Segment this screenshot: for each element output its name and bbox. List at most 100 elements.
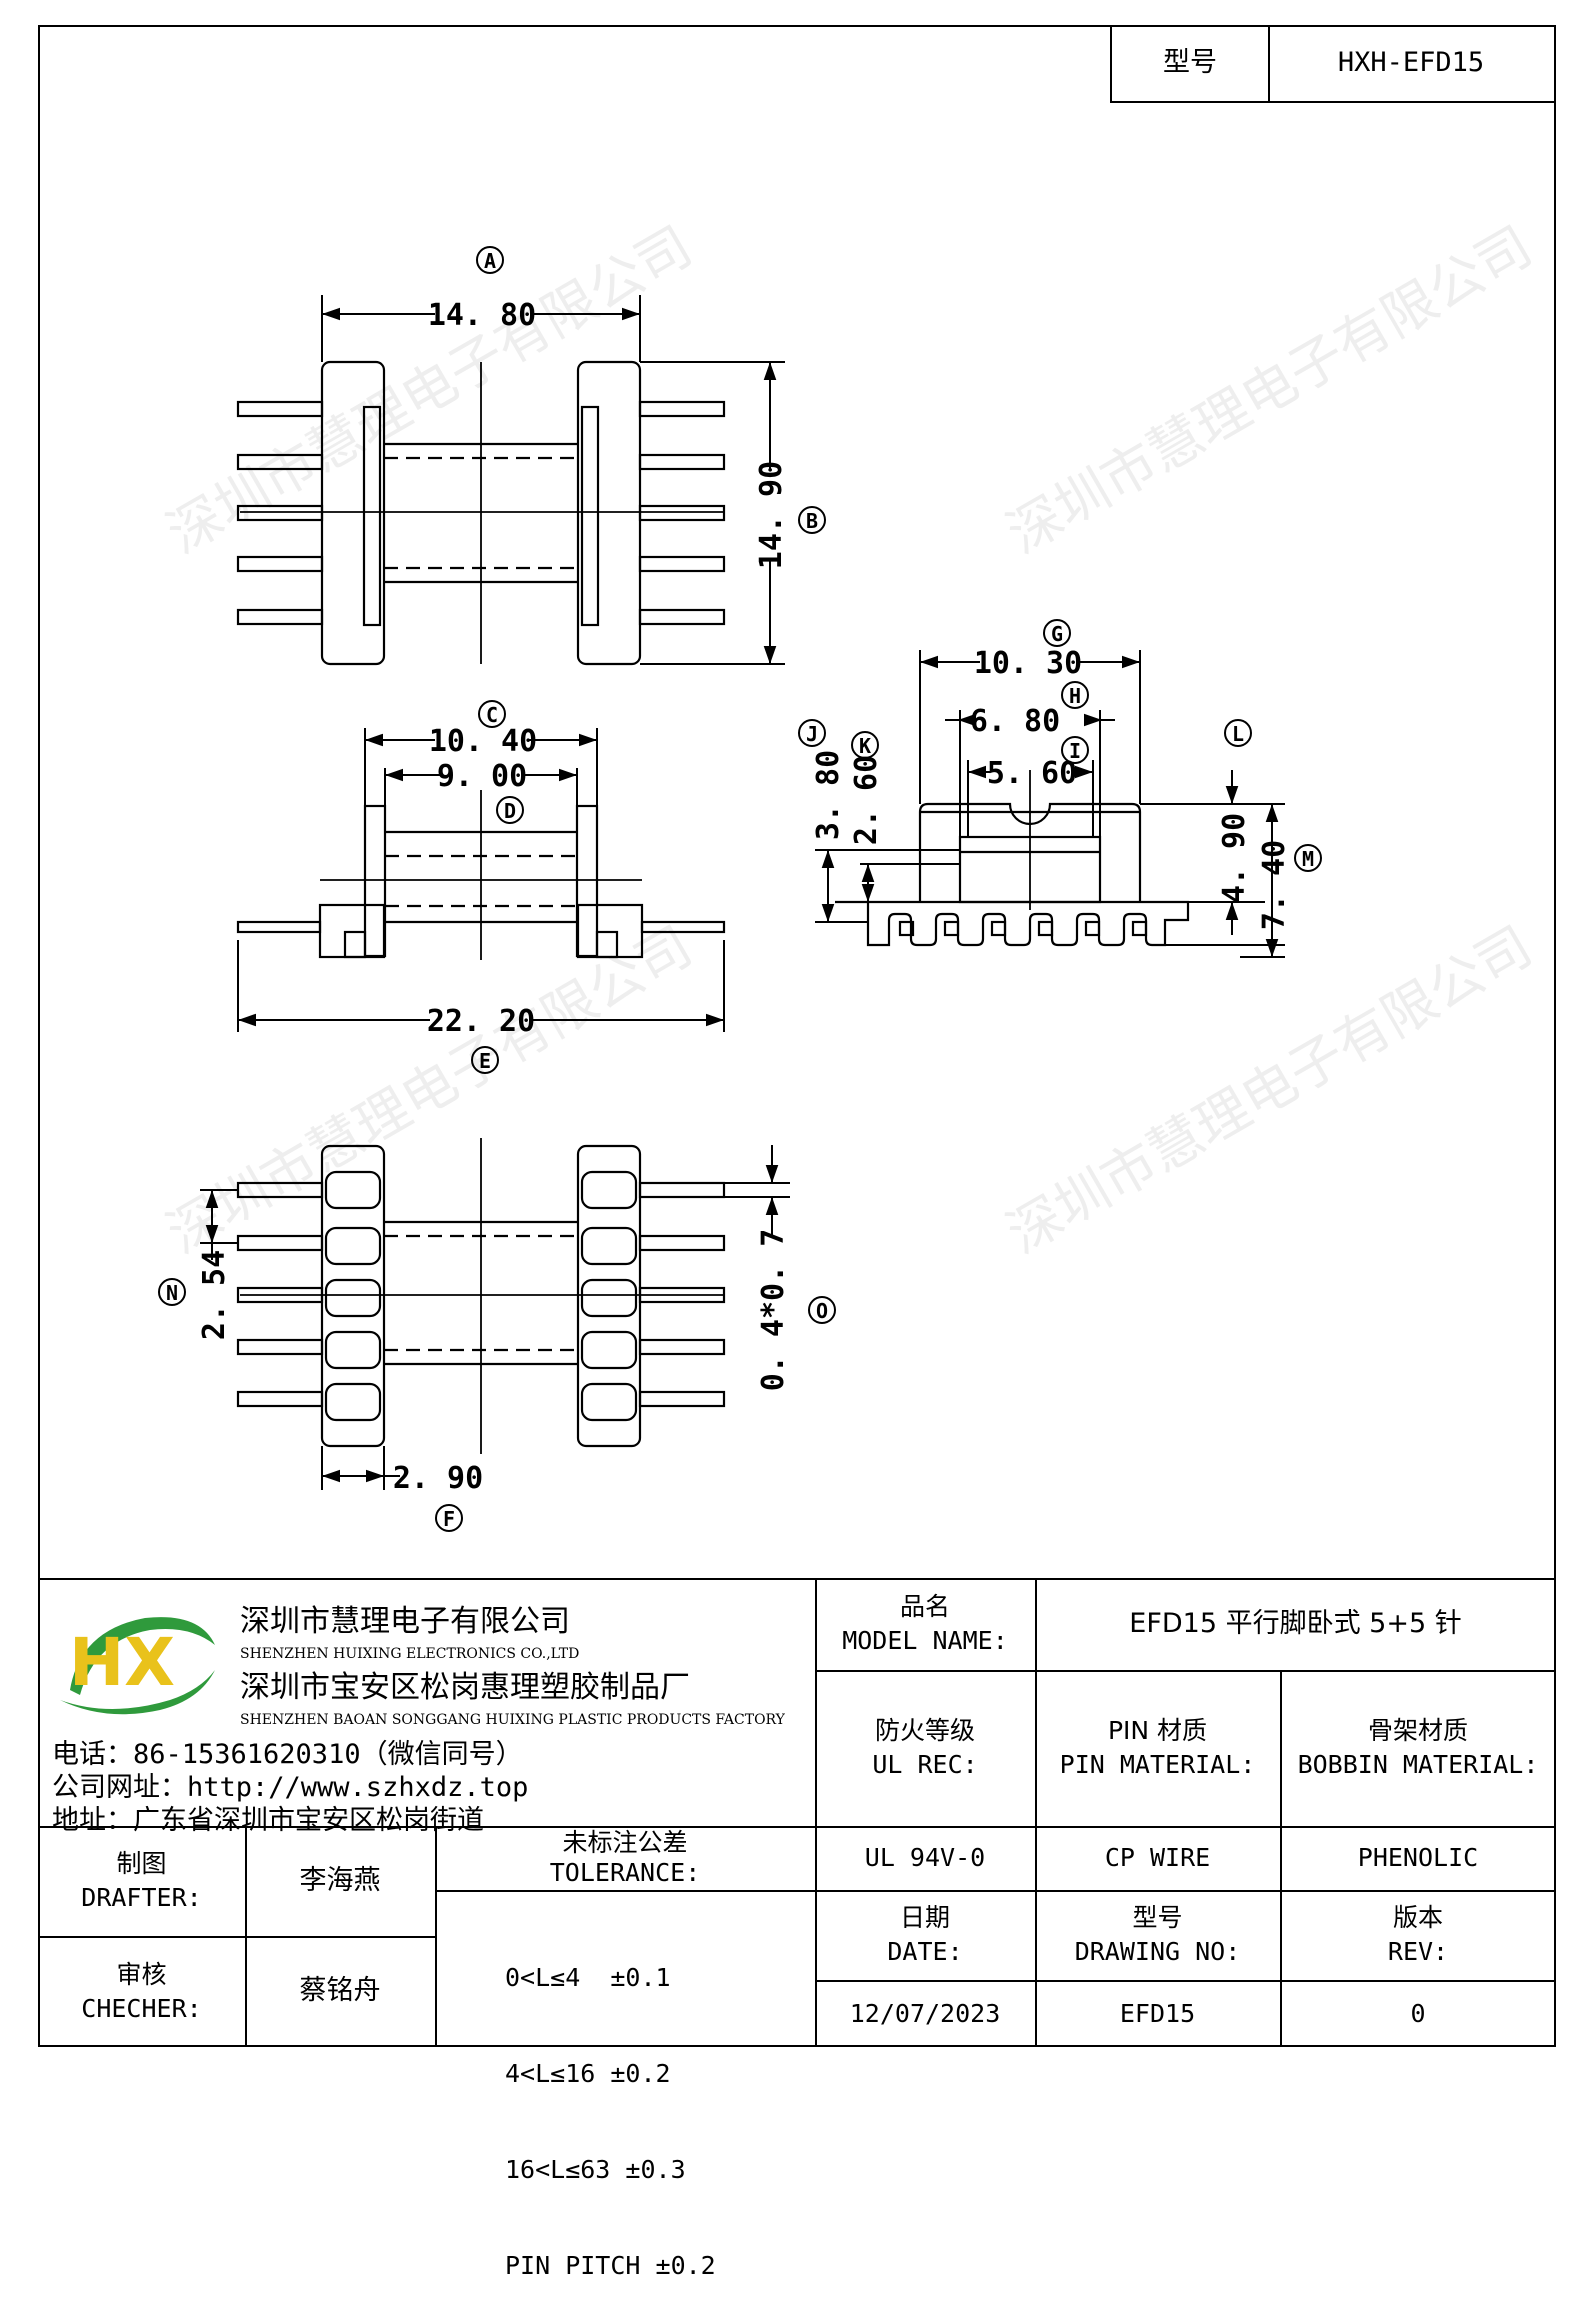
top-view-pins bbox=[236, 400, 726, 626]
front-view bbox=[236, 790, 726, 960]
dim-K-letter: K bbox=[859, 734, 871, 758]
dim-G-letter: G bbox=[1051, 622, 1063, 646]
title-block-top-border bbox=[38, 1578, 1556, 1580]
dim-F bbox=[321, 1446, 400, 1490]
company-logo: HX bbox=[60, 1617, 215, 1715]
dim-G-marker bbox=[1043, 619, 1071, 647]
date-label: 日期 DATE: bbox=[887, 1903, 963, 1966]
grid-line bbox=[38, 1826, 1556, 1828]
dim-I bbox=[967, 760, 1094, 837]
pin-material-label: PIN 材质 PIN MATERIAL: bbox=[1059, 1716, 1256, 1779]
dim-H-letter: H bbox=[1069, 684, 1081, 708]
dim-D-marker bbox=[496, 796, 524, 824]
dim-K-marker bbox=[851, 731, 879, 759]
dim-M-marker bbox=[1294, 844, 1322, 872]
revision-value: 0 bbox=[1410, 1998, 1426, 2028]
grid-line bbox=[38, 1936, 435, 1938]
date-value: 12/07/2023 bbox=[849, 1998, 1001, 2028]
dim-L-marker bbox=[1224, 719, 1252, 747]
dim-M-letter: M bbox=[1302, 847, 1314, 871]
company-name-cn-1: 深圳市慧理电子有限公司 bbox=[240, 1604, 570, 1639]
technical-drawing: 14. 80 A 14. 90 B 10. 40 C 9. 00 bbox=[158, 246, 1322, 1532]
bobbin-material-value: PHENOLIC bbox=[1357, 1843, 1479, 1873]
dim-E-letter: E bbox=[479, 1049, 491, 1073]
grid-line bbox=[815, 1670, 1556, 1672]
dim-O-letter: O bbox=[816, 1299, 828, 1323]
drawing-no-value: EFD15 bbox=[1119, 1998, 1196, 2028]
company-name-cn-2: 深圳市宝安区松岗惠理塑胶制品厂 bbox=[240, 1670, 690, 1705]
dim-M-value: 7. 40 bbox=[1257, 840, 1292, 930]
dim-C-value: 10. 40 bbox=[429, 724, 537, 759]
dim-A-value: 14. 80 bbox=[428, 298, 536, 333]
dim-A-letter: A bbox=[484, 249, 496, 273]
dim-J-value: 3. 80 bbox=[811, 750, 846, 840]
dim-A-marker bbox=[476, 246, 504, 274]
drafter-value: 李海燕 bbox=[299, 1864, 381, 1896]
dim-I-letter: I bbox=[1069, 739, 1081, 763]
tolerance-row: 16<L≤63 ±0.3 bbox=[505, 2155, 686, 2184]
dim-O-marker bbox=[808, 1296, 836, 1324]
pin-material-value: CP WIRE bbox=[1104, 1843, 1211, 1873]
dim-G-value: 10. 30 bbox=[974, 646, 1082, 681]
fire-rating-label: 防火等级 UL REC: bbox=[872, 1716, 978, 1779]
dim-B-value: 14. 90 bbox=[754, 461, 789, 569]
drawing-frame bbox=[38, 25, 1556, 2047]
dim-B-marker bbox=[798, 506, 826, 534]
side-view-pin-squares bbox=[898, 920, 1148, 937]
company-phone: 电话：86-15361620310（微信同号） bbox=[52, 1739, 523, 1770]
grid-line bbox=[815, 1890, 1556, 1892]
dim-H-value: 6. 80 bbox=[970, 704, 1060, 739]
dim-K bbox=[860, 863, 960, 902]
dim-K-value: 2. 60 bbox=[849, 755, 884, 845]
dim-L-letter: L bbox=[1232, 722, 1244, 746]
revision-label: 版本 REV: bbox=[1387, 1903, 1449, 1966]
tolerance-row: PIN PITCH ±0.2 bbox=[505, 2251, 716, 2280]
dim-C bbox=[364, 728, 598, 806]
dim-D-letter: D bbox=[504, 799, 516, 823]
top-view bbox=[236, 360, 726, 666]
dim-L-value: 4. 90 bbox=[1217, 813, 1252, 903]
bobbin-material-label: 骨架材质 BOBBIN MATERIAL: bbox=[1297, 1716, 1539, 1779]
grid-line bbox=[435, 1890, 815, 1892]
tolerance-list: 0<L≤4 ±0.1 4<L≤16 ±0.2 16<L≤63 ±0.3 PIN … bbox=[505, 1898, 805, 2314]
product-name-label: 品名 MODEL NAME: bbox=[842, 1592, 1008, 1655]
checker-value: 蔡铭舟 bbox=[299, 1975, 381, 2007]
tolerance-row: 4<L≤16 ±0.2 bbox=[505, 2059, 671, 2088]
dim-M bbox=[1165, 804, 1285, 958]
tolerance-row: 0<L≤4 ±0.1 bbox=[505, 1963, 671, 1992]
dim-O bbox=[724, 1145, 790, 1235]
grid-line bbox=[815, 1578, 817, 2047]
grid-line bbox=[815, 1980, 1556, 1982]
dim-J-marker bbox=[798, 719, 826, 747]
dim-J-letter: J bbox=[806, 722, 818, 746]
dim-I-value: 5. 60 bbox=[987, 756, 1077, 791]
dim-F-value: 2. 90 bbox=[393, 1461, 483, 1496]
drawing-no-label: 型号 DRAWING NO: bbox=[1074, 1903, 1241, 1966]
product-name-value: EFD15 平行脚卧式 5+5 针 bbox=[1129, 1607, 1462, 1639]
dim-B bbox=[640, 361, 785, 665]
dim-L bbox=[1140, 770, 1285, 935]
company-website: 公司网址：http://www.szhxdz.top bbox=[52, 1772, 529, 1803]
dim-H bbox=[945, 710, 1115, 837]
dim-N-value: 2. 54 bbox=[197, 1250, 232, 1340]
dim-J bbox=[815, 849, 960, 923]
header-model-value: HXH-EFD15 bbox=[1268, 25, 1556, 103]
checker-label: 审核 CHECHER: bbox=[81, 1959, 202, 2023]
grid-line bbox=[435, 1826, 437, 2047]
side-view bbox=[835, 770, 1190, 947]
bottom-view-pad-segments bbox=[324, 1170, 638, 1422]
dim-E-value: 22. 20 bbox=[427, 1004, 535, 1039]
dim-N-marker bbox=[158, 1278, 186, 1306]
bottom-view bbox=[236, 1138, 726, 1454]
dim-H-marker bbox=[1061, 681, 1089, 709]
dim-G bbox=[919, 650, 1141, 804]
fire-rating-value: UL 94V-0 bbox=[864, 1843, 986, 1873]
dim-D bbox=[384, 768, 578, 806]
dim-N bbox=[200, 1189, 238, 1260]
company-name-en-1: SHENZHEN HUIXING ELECTRONICS CO.,LTD bbox=[240, 1646, 580, 1662]
dim-O-value: 0. 4*0. 7 bbox=[756, 1229, 791, 1392]
grid-line bbox=[1035, 1578, 1037, 2047]
tolerance-label: 未标注公差 TOLERANCE: bbox=[549, 1828, 701, 1887]
bottom-view-pins bbox=[236, 1181, 726, 1408]
company-address: 地址：广东省深圳市宝安区松岗街道 bbox=[52, 1805, 484, 1836]
